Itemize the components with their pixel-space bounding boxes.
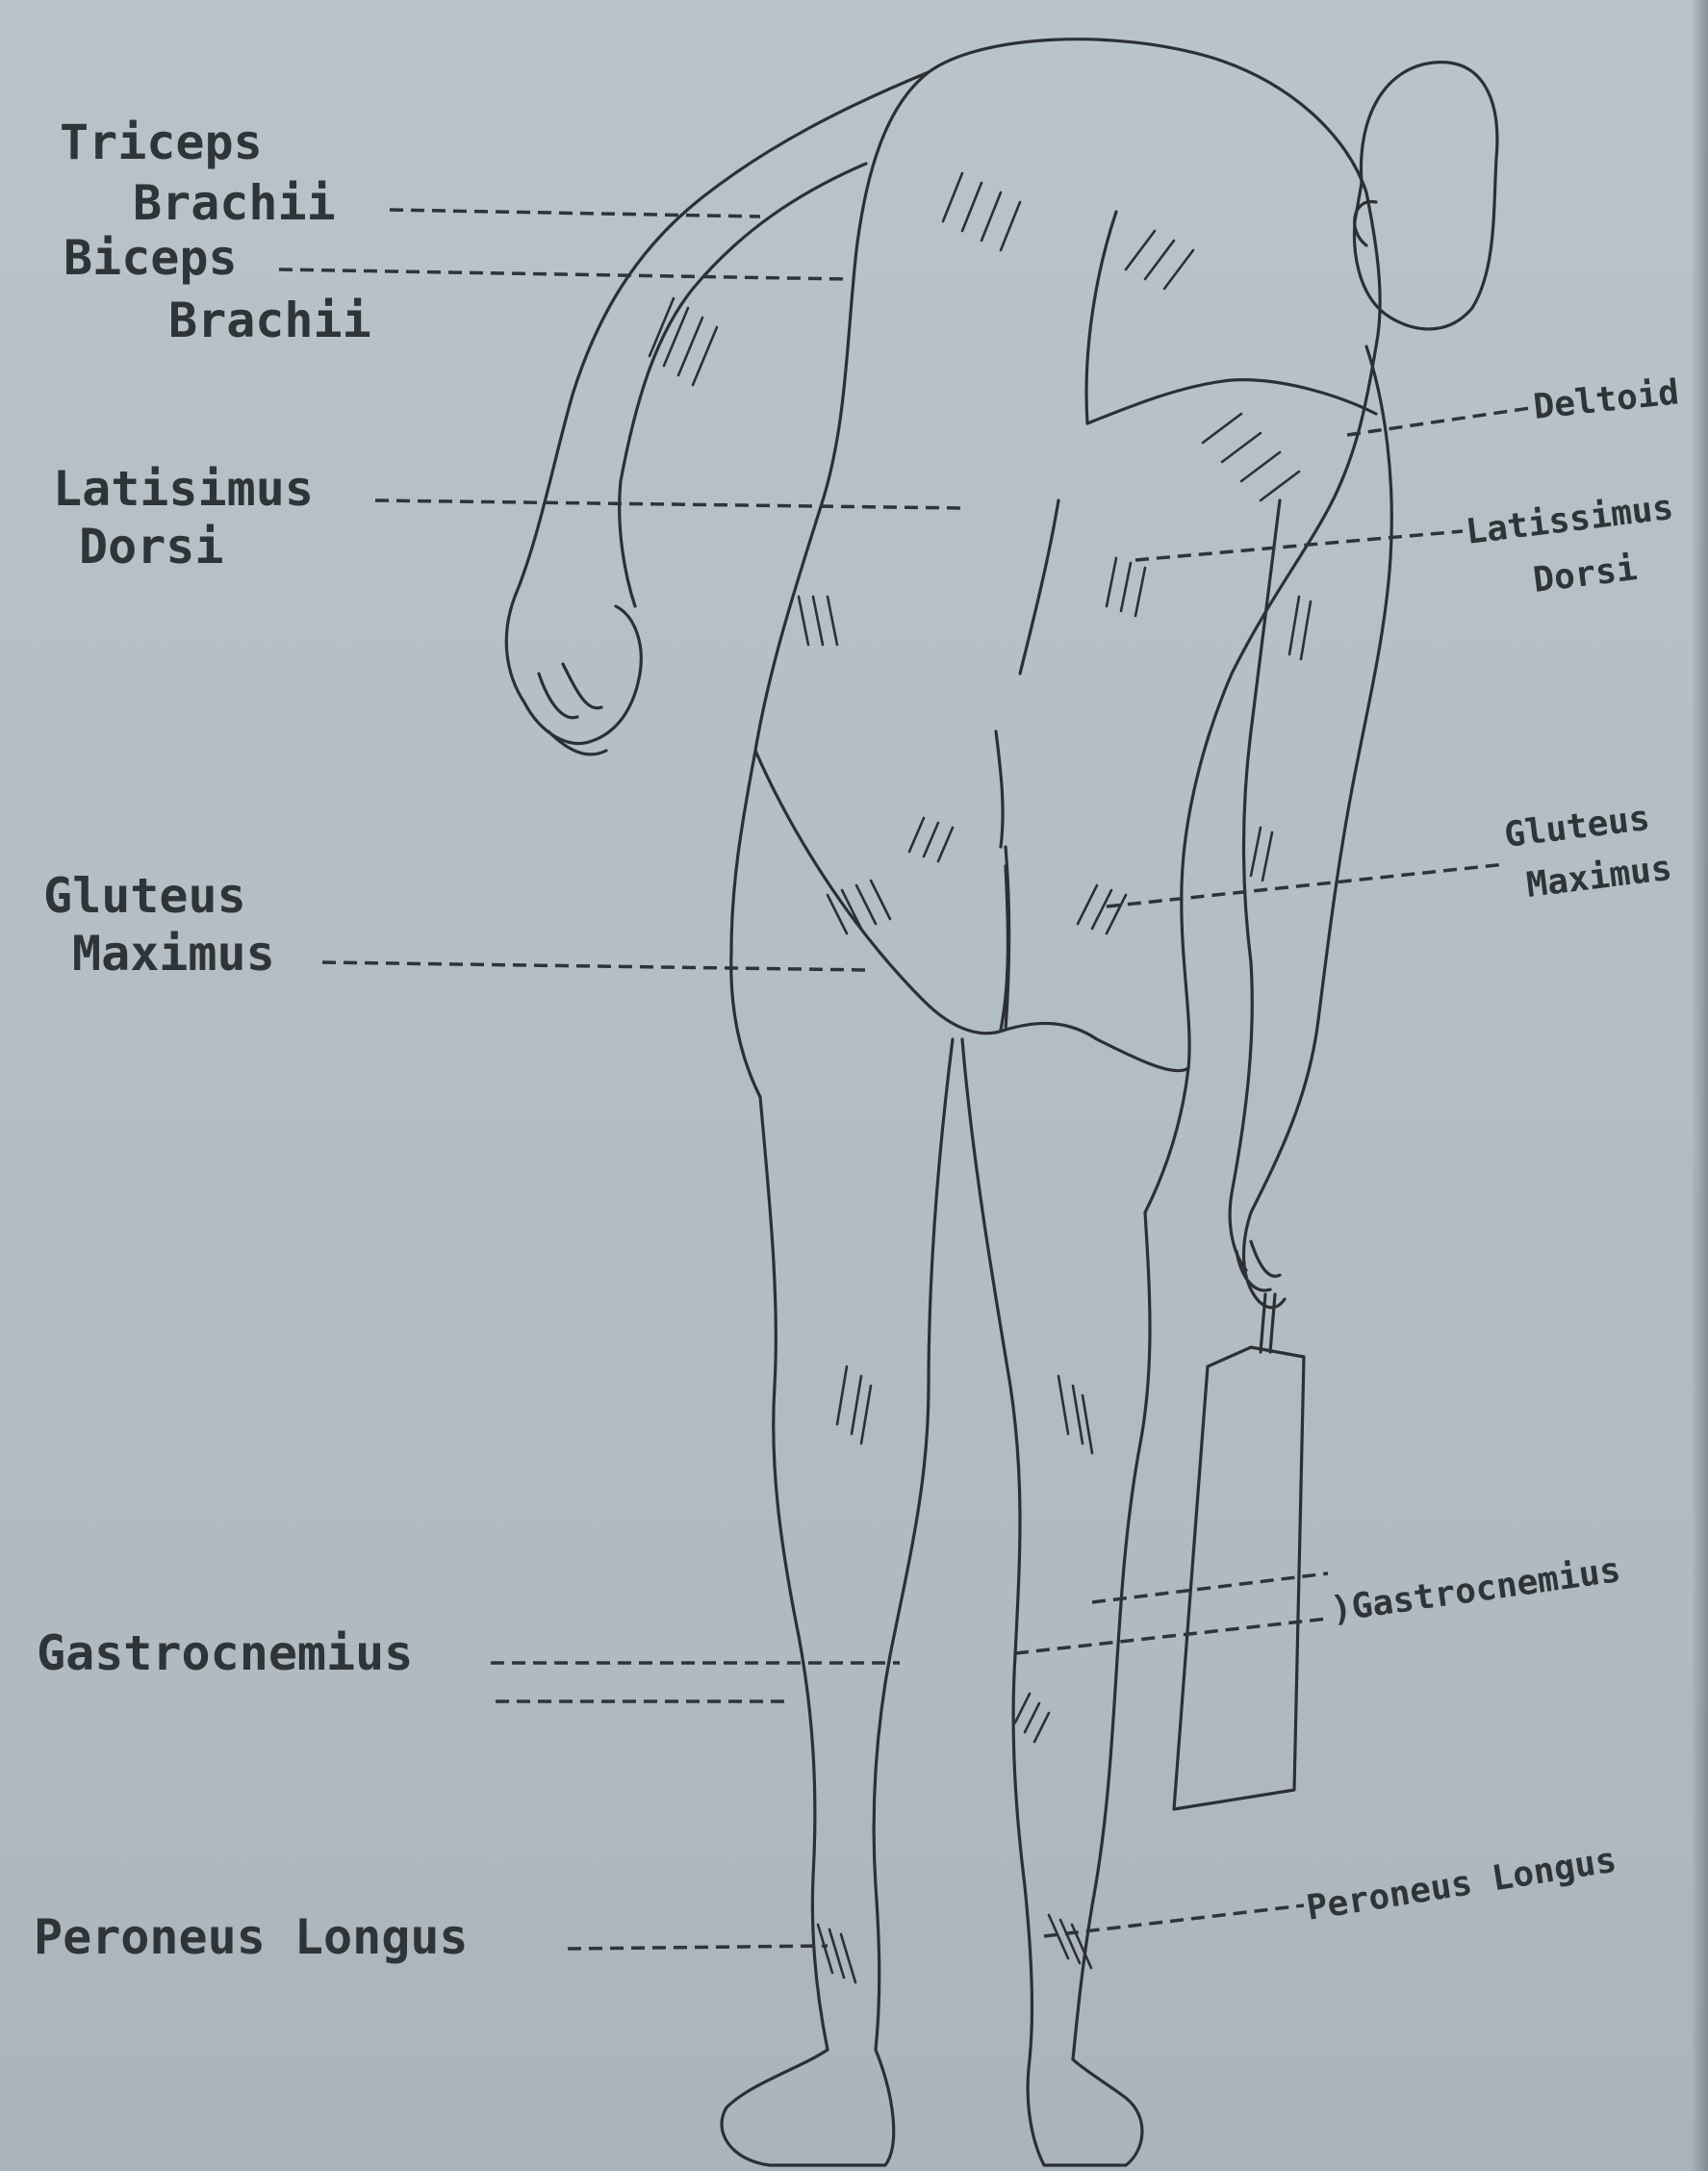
head-outline	[1354, 63, 1496, 329]
label-peroneus-right: Peroneus Longus	[1304, 1841, 1619, 1928]
leader-gluteus-left	[322, 962, 866, 970]
right-arm-inner	[1230, 500, 1280, 1270]
leader-latissimus-left	[375, 500, 962, 508]
leader-lines	[279, 210, 1530, 1949]
label-triceps-line2: Brachii	[133, 175, 336, 231]
left-arm-inner	[620, 164, 866, 606]
leader-biceps-brachii	[279, 269, 847, 279]
right-leg-outer	[1073, 1213, 1150, 2059]
left-arm-outline	[506, 72, 929, 744]
label-gastrocnemius-right: )Gastrocnemius	[1329, 1550, 1623, 1630]
human-figure-back-view	[506, 39, 1497, 2165]
labels-left: Triceps Brachii Biceps Brachii Latisimus…	[34, 115, 469, 1965]
left-foot	[722, 2050, 894, 2165]
torso-outline	[929, 39, 1380, 1213]
label-gluteus-right-line1: Gluteus	[1502, 799, 1652, 856]
label-latissimus-line1: Latisimus	[53, 461, 314, 517]
leader-gastrocnemius-right-1	[1092, 1573, 1328, 1602]
label-biceps-line2: Brachii	[168, 293, 371, 348]
label-triceps-line1: Triceps	[60, 115, 263, 170]
label-biceps-line1: Biceps	[64, 230, 238, 286]
leader-gluteus-right	[1107, 864, 1506, 907]
left-leg-inner	[874, 1039, 953, 2050]
leader-gastrocnemius-right-2	[1015, 1619, 1328, 1653]
torso-left-side	[731, 72, 929, 1097]
leader-peroneus-left	[568, 1946, 828, 1949]
label-peroneus-left: Peroneus Longus	[34, 1909, 469, 1965]
leader-triceps-brachii	[390, 210, 760, 217]
right-leg-inner	[962, 1039, 1032, 2059]
label-gluteus-line1: Gluteus	[43, 868, 246, 924]
label-latissimus-line2: Dorsi	[79, 519, 224, 575]
muscle-shading	[650, 173, 1311, 1982]
right-foot	[1028, 2059, 1142, 2165]
label-deltoid: Deltoid	[1532, 372, 1681, 427]
leader-peroneus-right	[1044, 1905, 1304, 1936]
right-arm-outline	[1244, 346, 1392, 1308]
labels-right: Deltoid Latissimus Dorsi Gluteus Maximus…	[1304, 372, 1681, 1928]
deltoid-outline	[1087, 380, 1376, 423]
left-leg-outer	[760, 1097, 828, 2050]
label-gastrocnemius-left: Gastrocnemius	[37, 1625, 413, 1681]
hip-outline	[755, 751, 1188, 1071]
label-gluteus-line2: Maximus	[72, 926, 275, 982]
label-latissimus-right-line1: Latissimus	[1464, 488, 1675, 552]
spine-line	[996, 500, 1058, 1030]
label-gluteus-right-line2: Maximus	[1524, 849, 1674, 906]
label-latissimus-right-line2: Dorsi	[1531, 549, 1640, 600]
scapula-line	[1086, 212, 1116, 423]
